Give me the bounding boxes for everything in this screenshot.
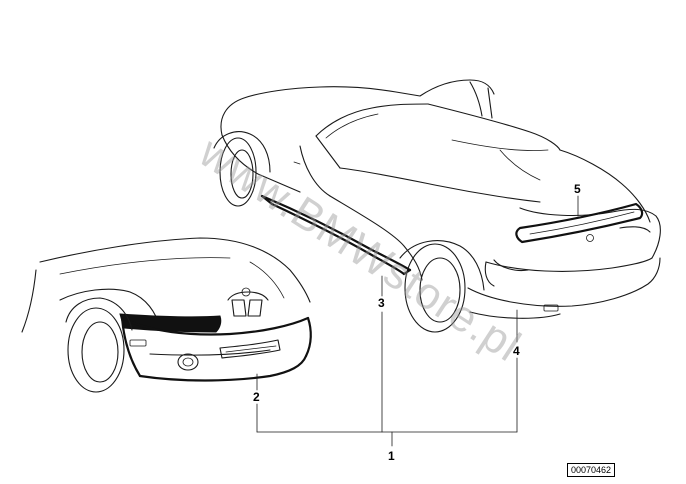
callout-1: 1 [388,449,395,463]
rear-car-drawing [213,79,661,333]
callout-2: 2 [253,390,260,404]
image-code-label: 00070462 [567,463,616,477]
callout-3: 3 [378,296,385,310]
leader-lines [256,195,579,447]
callout-4: 4 [513,344,520,358]
callout-5: 5 [574,182,581,196]
front-car-drawing [21,237,312,393]
